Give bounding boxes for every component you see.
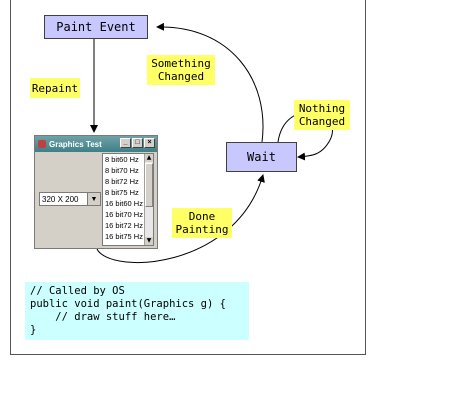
paint-event-state: Paint Event (44, 15, 148, 39)
arrow-window-to-wait (96, 174, 265, 263)
code-line: // draw stuff here… (30, 311, 176, 323)
graphics-test-window: Graphics Test _ □ × 320 X 200 ▼ 8 bit60 … (34, 135, 158, 249)
list-item[interactable]: 16 bit72 Hz (105, 221, 143, 230)
list-item[interactable]: 16 bit70 Hz (105, 210, 143, 219)
list-item[interactable]: 8 bit60 Hz (105, 155, 139, 164)
nothing-changed-note: Nothing Changed (294, 100, 350, 130)
app-icon (38, 140, 46, 148)
list-item[interactable]: 8 bit70 Hz (105, 166, 139, 175)
list-item[interactable]: 8 bit72 Hz (105, 177, 139, 186)
code-line: } (30, 324, 37, 336)
arrow-wait-to-paint (156, 22, 264, 143)
arrow-wait-self-loop (277, 111, 333, 161)
list-scrollbar[interactable]: ▲ ▼ (144, 154, 153, 245)
scroll-thumb[interactable] (145, 163, 153, 207)
diagram-frame (10, 0, 366, 355)
window-title: Graphics Test (49, 139, 102, 149)
wait-state: Wait (226, 142, 297, 172)
list-item[interactable]: 8 bit75 Hz (105, 188, 139, 197)
minimize-button[interactable]: _ (120, 138, 131, 148)
code-snippet: // Called by OS public void paint(Graphi… (25, 282, 249, 340)
window-titlebar[interactable]: Graphics Test _ □ × (35, 136, 157, 152)
resolution-dropdown[interactable]: 320 X 200 ▼ (39, 192, 101, 206)
scroll-down-icon[interactable]: ▼ (145, 237, 153, 245)
something-changed-note: Something Changed (147, 55, 215, 85)
list-item[interactable]: 16 bit60 Hz (105, 199, 143, 208)
code-line: // Called by OS (30, 285, 125, 297)
close-button[interactable]: × (144, 138, 155, 148)
code-line: public void paint(Graphics g) { (30, 298, 226, 310)
done-painting-note: Done Painting (172, 208, 232, 238)
mode-list[interactable]: 8 bit60 Hz 8 bit70 Hz 8 bit72 Hz 8 bit75… (102, 153, 154, 246)
list-item[interactable]: 16 bit75 Hz (105, 232, 143, 241)
maximize-button[interactable]: □ (132, 138, 143, 148)
resolution-value: 320 X 200 (42, 194, 79, 204)
scroll-up-icon[interactable]: ▲ (145, 154, 153, 162)
repaint-note: Repaint (30, 78, 80, 98)
chevron-down-icon[interactable]: ▼ (87, 193, 100, 205)
